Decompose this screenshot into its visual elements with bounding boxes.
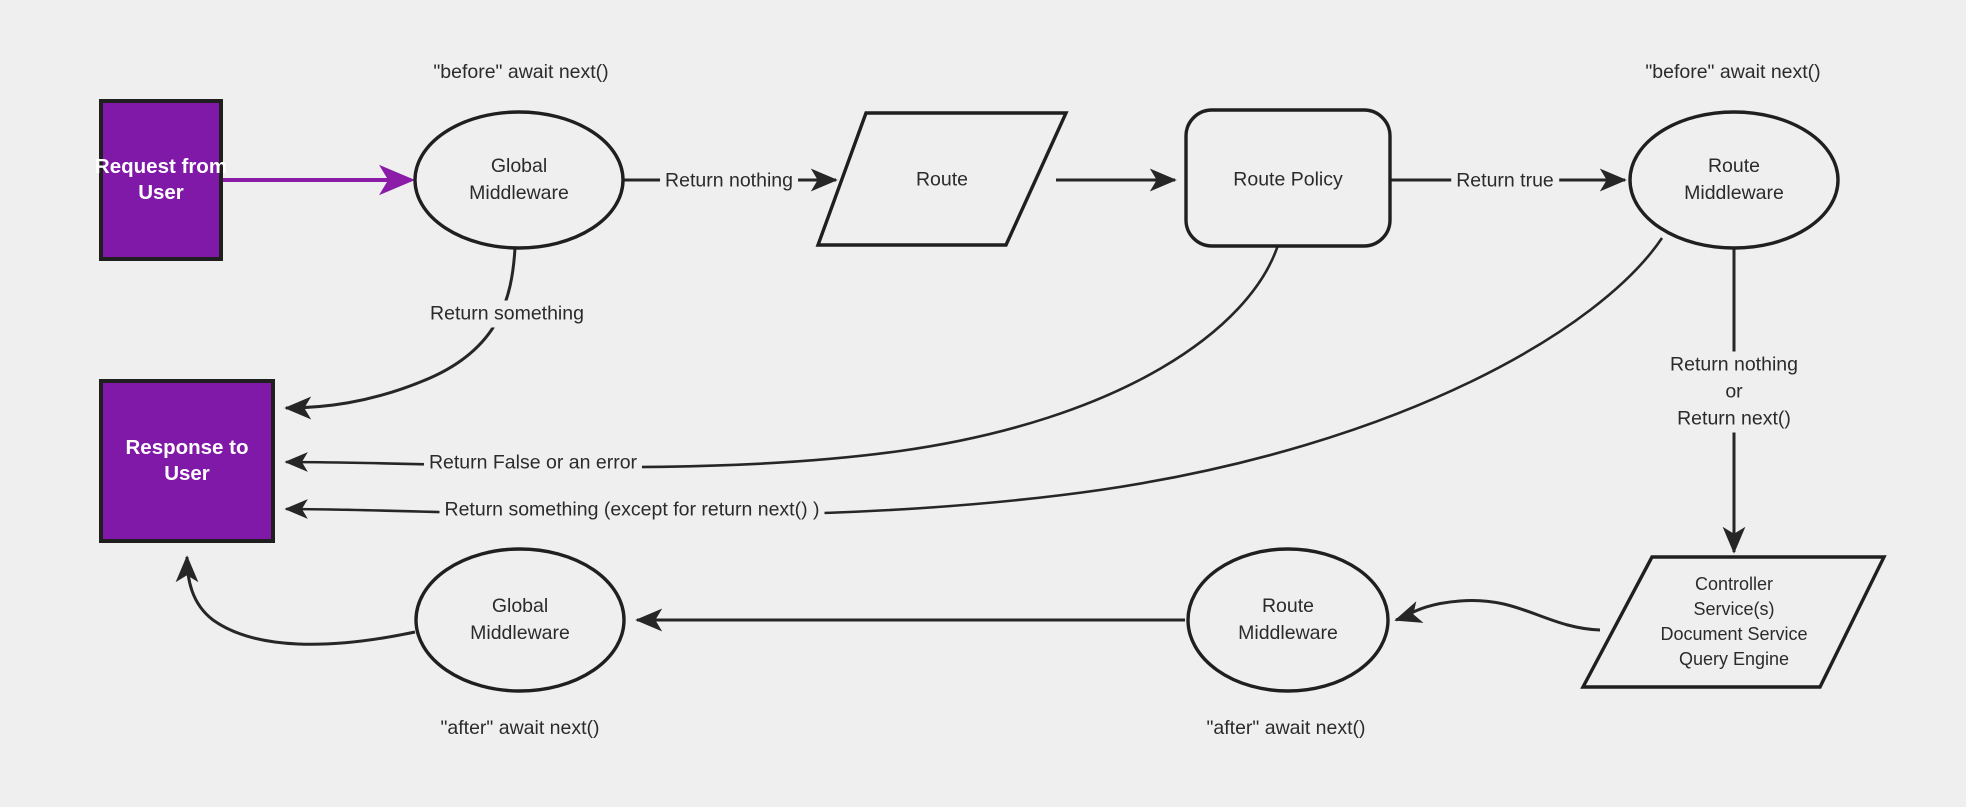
edge-route-policy-to-response — [284, 244, 1280, 472]
node-global-middleware-bottom[interactable] — [414, 547, 626, 693]
edge-global-middleware-bottom-to-response — [175, 555, 416, 646]
node-global-middleware-top[interactable] — [413, 110, 625, 250]
edge-global-middleware-to-response — [284, 247, 517, 420]
edge-route-middleware-to-response — [284, 237, 1664, 519]
node-route[interactable] — [815, 111, 1069, 247]
node-controller-services[interactable] — [1580, 555, 1887, 689]
node-response-to-user[interactable] — [99, 379, 275, 543]
edge-controller-to-route-middleware-bottom — [1394, 598, 1601, 632]
node-request-from-user[interactable] — [99, 99, 223, 261]
node-route-middleware-top[interactable] — [1628, 110, 1840, 250]
node-route-policy[interactable] — [1184, 108, 1392, 248]
node-route-middleware-bottom[interactable] — [1186, 547, 1390, 693]
